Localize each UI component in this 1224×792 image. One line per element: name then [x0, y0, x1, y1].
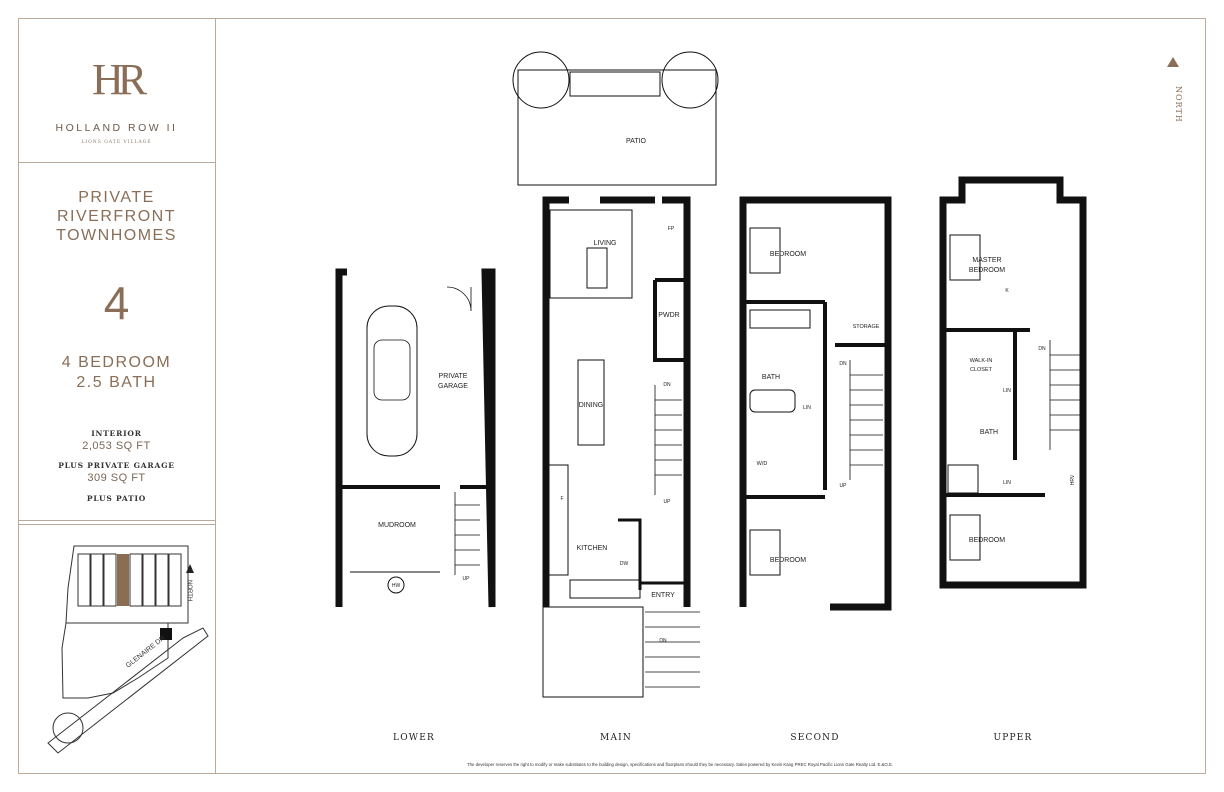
- garage-label: PLUS PRIVATE GARAGE: [58, 461, 175, 470]
- room-label: DINING: [579, 402, 604, 409]
- room-label: DN: [663, 382, 671, 388]
- keyplan-highlighted-unit: [117, 554, 129, 606]
- interior-label: INTERIOR: [91, 429, 142, 438]
- room-label: PWDR: [658, 312, 679, 319]
- level-label-second: SECOND: [790, 733, 840, 743]
- room-label: LIN: [1003, 388, 1011, 394]
- room-label: PRIVATE: [439, 373, 468, 380]
- logo-subtitle: LIONS GATE VILLAGE: [81, 140, 152, 145]
- room-label: DN: [659, 638, 667, 644]
- title-line2: RIVERFRONT: [57, 208, 176, 225]
- keyplan-north: NORTH: [186, 580, 192, 601]
- title-line3: TOWNHOMES: [56, 227, 177, 244]
- upper-floor-plan: [939, 176, 1087, 589]
- room-label: LIN: [803, 405, 811, 411]
- divider: [18, 520, 215, 521]
- sidebar: HR HOLLAND ROW II LIONS GATE VILLAGE PRI…: [18, 18, 216, 774]
- title-line1: PRIVATE: [78, 189, 155, 206]
- divider: [18, 162, 215, 163]
- room-label: CLOSET: [970, 367, 993, 373]
- main-floor-plan: [512, 51, 719, 698]
- room-label: HRV: [1070, 474, 1076, 485]
- room-label: ENTRY: [651, 592, 675, 599]
- garage-value: 309 SQ FT: [87, 472, 146, 484]
- room-label: BATH: [980, 429, 998, 436]
- room-label: UP: [664, 499, 672, 505]
- room-label: BEDROOM: [969, 537, 1005, 544]
- room-label: BEDROOM: [770, 251, 806, 258]
- north-arrow-icon: [1167, 57, 1179, 67]
- level-label-lower: LOWER: [393, 733, 435, 743]
- bath-count: 2.5 BATH: [76, 374, 157, 391]
- room-label: W/D: [757, 461, 768, 467]
- keyplan: NORTH GLENAIRE DR: [47, 545, 209, 754]
- disclaimer: The developer reserves the right to modi…: [467, 762, 894, 767]
- second-floor-plan: [739, 196, 892, 611]
- plan-number: 4: [103, 277, 130, 329]
- room-label: DN: [839, 361, 847, 367]
- room-label: UP: [463, 576, 471, 582]
- room-label: KITCHEN: [577, 545, 608, 552]
- keyplan-units: [77, 553, 182, 607]
- room-label: LIVING: [594, 240, 617, 247]
- logo-monogram: HR: [91, 55, 147, 104]
- room-label: UP: [840, 483, 848, 489]
- room-label: K: [1005, 288, 1009, 294]
- room-label: F: [560, 496, 563, 502]
- room-label: BEDROOM: [969, 267, 1005, 274]
- bedroom-count: 4 BEDROOM: [61, 354, 172, 371]
- page-frame: [18, 18, 1206, 774]
- room-label: MASTER: [972, 257, 1001, 264]
- room-label: PATIO: [626, 138, 647, 145]
- room-label: MUDROOM: [378, 522, 416, 529]
- lower-floor-plan: [335, 268, 496, 608]
- room-label: FP: [668, 226, 675, 232]
- room-label: DW: [620, 561, 629, 567]
- north-arrow-icon: [186, 564, 194, 573]
- level-label-upper: UPPER: [993, 733, 1033, 743]
- room-label: LIN: [1003, 480, 1011, 486]
- room-label: STORAGE: [853, 324, 880, 330]
- level-label-main: MAIN: [600, 733, 632, 743]
- patio-label: PLUS PATIO: [86, 494, 147, 503]
- divider: [18, 524, 215, 525]
- room-label: WALK-IN: [970, 358, 993, 364]
- interior-value: 2,053 SQ FT: [82, 440, 151, 452]
- room-label: DN: [1038, 346, 1046, 352]
- room-label: GARAGE: [438, 383, 468, 390]
- logo-name: HOLLAND ROW II: [55, 122, 178, 134]
- room-label: BEDROOM: [770, 557, 806, 564]
- room-label: HW: [392, 583, 401, 589]
- room-label: BATH: [762, 374, 780, 381]
